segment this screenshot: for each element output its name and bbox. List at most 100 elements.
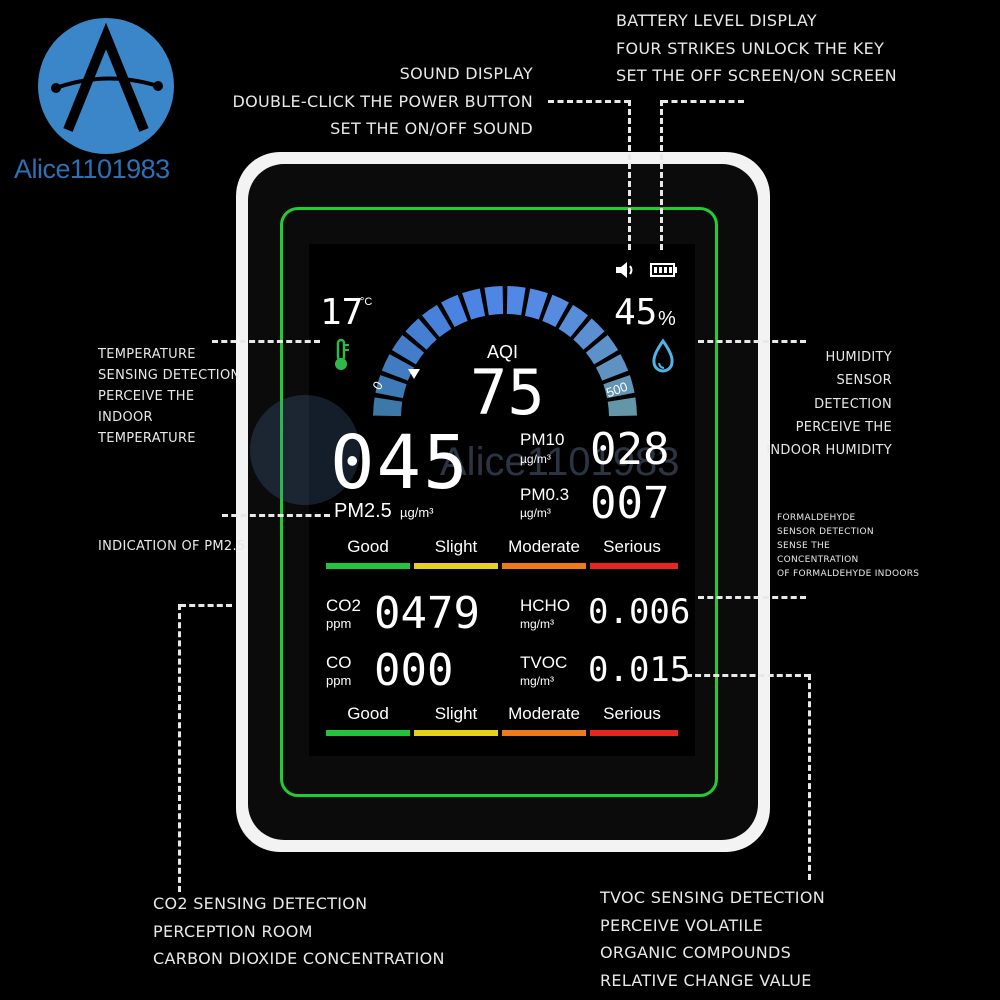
tvoc-callout: TVOC SENSING DETECTION PERCEIVE VOLATILE…	[600, 884, 825, 994]
sound-leader-v	[628, 100, 631, 250]
tvoc-unit: mg/m³	[520, 674, 554, 688]
level-serious-bar-2	[590, 730, 678, 736]
callout-line: TEMPERATURE	[98, 431, 196, 446]
callout-line: OF FORMALDEHYDE INDOORS	[777, 569, 920, 579]
status-frame	[280, 207, 718, 797]
pm25-unit: µg/m³	[400, 505, 434, 520]
aqi-gauge-segment	[573, 318, 605, 350]
hcho-unit: mg/m³	[520, 617, 554, 631]
co-value: 000	[374, 645, 454, 696]
callout-line: DOUBLE-CLICK THE POWER BUTTON	[232, 91, 533, 111]
battery-icon	[650, 262, 678, 283]
level-slight-label: Slight	[434, 537, 478, 556]
sound-leader-h	[548, 100, 630, 103]
aqi-gauge-segment	[603, 375, 635, 399]
pm03-label: PM0.3	[520, 485, 570, 504]
callout-line: SENSING DETECTION	[98, 368, 241, 383]
callout-line: CONCENTRATION	[777, 555, 859, 565]
aqi-gauge-segment	[595, 354, 629, 381]
watermark-logo	[250, 395, 360, 505]
pm25-label: PM2.5	[334, 500, 392, 522]
aqi-gauge-segment	[373, 397, 403, 417]
co2-label: CO2	[326, 596, 361, 615]
aqi-gauge-segment	[462, 288, 486, 320]
callout-line: SET THE ON/OFF SOUND	[330, 119, 533, 138]
co2-leader-h	[180, 604, 232, 607]
aqi-gauge-segment	[484, 286, 504, 316]
level-moderate-label-2: Moderate	[508, 704, 580, 723]
callout-line: SET THE OFF SCREEN/ON SCREEN	[616, 66, 897, 85]
temperature-unit: °C	[360, 296, 373, 308]
callout-line: FOUR STRIKES UNLOCK THE KEY	[616, 38, 885, 58]
callout-line: TEMPERATURE	[98, 347, 196, 362]
callout-line: SOUND DISPLAY	[399, 64, 533, 83]
thermometer-icon	[330, 338, 352, 377]
aqi-gauge-segment	[558, 304, 589, 338]
callout-line: CARBON DIOXIDE CONCENTRATION	[153, 949, 445, 968]
level-serious-label-2: Serious	[603, 704, 661, 723]
co2-callout: CO2 SENSING DETECTION PERCEPTION ROOM CA…	[153, 890, 445, 973]
level-good-label: Good	[347, 537, 389, 556]
aqi-gauge-segment	[375, 375, 407, 399]
co2-leader-v	[178, 604, 181, 892]
callout-line: TVOC SENSING DETECTION	[600, 888, 825, 907]
humidity-value: 45	[614, 292, 658, 333]
aqi-pointer-icon	[408, 366, 420, 384]
aqi-gauge-segment	[381, 354, 415, 381]
humidity-leader	[698, 340, 806, 343]
callout-line: INDOOR HUMIDITY	[766, 443, 892, 459]
callout-line: BATTERY LEVEL DISPLAY	[616, 11, 817, 30]
watermark-text: Alice1101983	[440, 440, 680, 484]
level-serious-bar	[590, 563, 678, 569]
level-slight-bar	[414, 563, 498, 569]
callout-line: FORMALDEHYDE	[777, 513, 856, 523]
aqi-gauge-segment	[506, 286, 526, 316]
lcd-screen	[309, 244, 695, 756]
temperature-value: 17	[320, 292, 364, 333]
level-serious-label: Serious	[603, 537, 661, 556]
temperature-leader	[212, 340, 320, 343]
formaldehyde-leader	[698, 596, 806, 599]
aqi-gauge-segment	[421, 304, 452, 338]
pm03-unit: µg/m³	[520, 506, 551, 520]
tvoc-leader-v	[808, 674, 811, 880]
callout-line: SENSOR DETECTION	[777, 527, 874, 537]
pm10-label: PM10	[520, 430, 565, 449]
water-drop-icon	[650, 338, 676, 379]
speaker-icon	[614, 260, 636, 285]
level-good-label-2: Good	[347, 704, 389, 723]
tvoc-value: 0.015	[588, 650, 691, 690]
humidity-unit: %	[658, 308, 676, 330]
callout-line: RELATIVE CHANGE VALUE	[600, 970, 812, 990]
pm10-unit: µg/m³	[520, 452, 551, 466]
pm03-value: 007	[590, 478, 670, 529]
callout-line: PERCEIVE VOLATILE	[600, 915, 764, 935]
callout-line: PERCEIVE THE	[98, 389, 195, 404]
callout-line: DETECTION	[814, 396, 892, 412]
aqi-gauge-segment	[524, 288, 548, 320]
level-good-bar	[326, 563, 410, 569]
aqi-gauge-segment	[405, 318, 437, 350]
aqi-gauge	[373, 286, 637, 417]
aqi-gauge-segment	[607, 397, 637, 417]
brand-logo	[38, 18, 174, 154]
pm25-callout: INDICATION OF PM2.5	[98, 539, 246, 554]
hcho-label: HCHO	[520, 596, 571, 615]
callout-line: ORGANIC COMPOUNDS	[600, 943, 792, 962]
logo-a-icon	[51, 22, 163, 132]
humidity-callout: HUMIDITY SENSOR DETECTION PERCEIVE THE I…	[692, 346, 892, 462]
level-moderate-bar-2	[502, 730, 586, 736]
battery-leader-v	[660, 100, 663, 250]
level-slight-label-2: Slight	[434, 704, 478, 723]
aqi-gauge-segment	[441, 294, 468, 328]
callout-line: INDOOR	[98, 410, 153, 425]
pm25-leader	[222, 514, 330, 517]
pm10-value: 028	[590, 424, 670, 475]
aqi-value: 75	[470, 356, 545, 429]
temperature-callout: TEMPERATURE SENSING DETECTION PERCEIVE T…	[98, 344, 241, 449]
sound-callout: SOUND DISPLAY DOUBLE-CLICK THE POWER BUT…	[229, 60, 533, 143]
battery-callout: BATTERY LEVEL DISPLAY FOUR STRIKES UNLOC…	[616, 7, 897, 90]
battery-leader-h	[662, 100, 744, 103]
co2-value: 0479	[374, 588, 480, 639]
callout-line: PERCEIVE THE	[795, 419, 892, 435]
